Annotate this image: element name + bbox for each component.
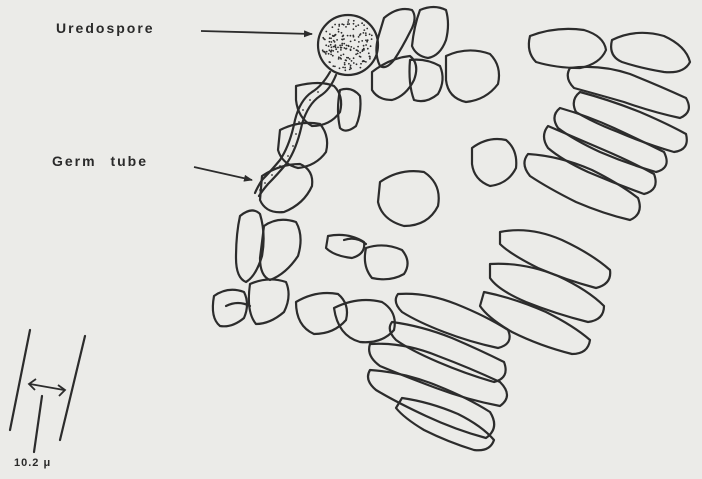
host-cells	[213, 7, 690, 450]
scale-label: 10.2 μ	[14, 458, 51, 469]
germ-tube-pointer	[194, 167, 252, 180]
uredospore-pointer	[201, 31, 312, 34]
scale-bar	[10, 330, 85, 452]
uredospore	[318, 15, 378, 75]
germ-tube-label: Germ tube	[52, 154, 148, 168]
uredospore-label: Uredospore	[56, 21, 155, 35]
